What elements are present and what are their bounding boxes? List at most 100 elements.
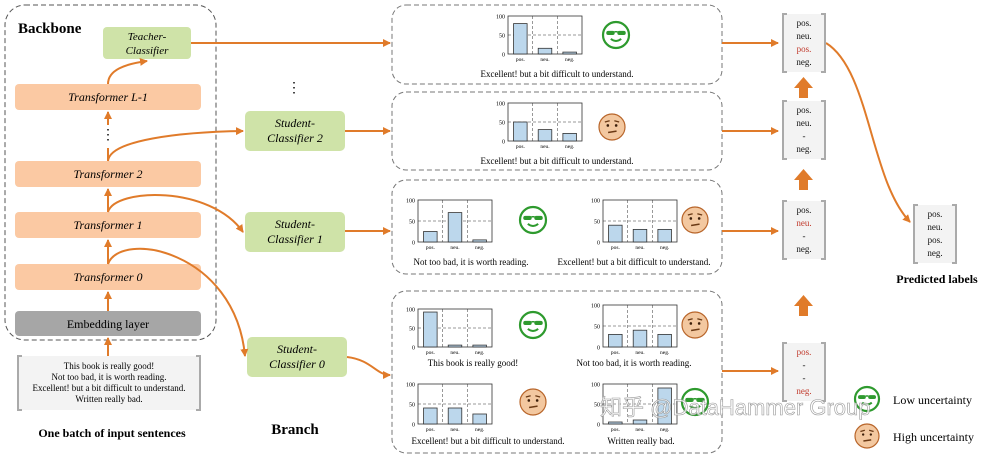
student-classifier-1-label-2: Classifier 1 (267, 232, 323, 246)
x-tick-label: neg. (475, 350, 485, 356)
student-classifier-0 (247, 337, 347, 377)
confused-face-icon (598, 113, 626, 141)
y-tick-label: 0 (412, 423, 415, 429)
transformer-1-label: Transformer 1 (73, 218, 142, 232)
bar (472, 413, 487, 425)
bar (447, 407, 463, 425)
bar (447, 344, 463, 348)
bar (447, 212, 463, 243)
student-classifier-2-label-2: Classifier 2 (267, 131, 323, 145)
label-entry: neg. (927, 248, 942, 258)
y-tick-label: 50 (409, 327, 415, 333)
cool-face-icon (680, 387, 710, 417)
bar (423, 231, 438, 243)
bar (632, 329, 648, 348)
transformer-l-1-label: Transformer L-1 (68, 90, 148, 104)
predicted-caption: Predicted labels (896, 272, 978, 286)
y-tick-label: 50 (594, 403, 600, 409)
y-tick-label: 100 (406, 308, 415, 314)
x-tick-label: neg. (660, 350, 670, 356)
confused-face-icon (519, 388, 547, 416)
label-entry: - (803, 131, 806, 141)
label-entry: pos. (797, 205, 812, 215)
label-columns: pos.neu.pos.neg.pos.neu.-neg.pos.neu.-ne… (782, 13, 957, 402)
teacher-classifier-label-2: Classifier (126, 45, 170, 57)
legend-high-label: High uncertainty (893, 430, 974, 444)
y-tick-label: 0 (597, 346, 600, 352)
y-tick-label: 50 (594, 325, 600, 331)
student-classifier-2 (245, 111, 345, 151)
bar (608, 421, 623, 425)
label-entry: pos. (928, 235, 943, 245)
bar (472, 239, 487, 243)
label-column: pos.--neg. (782, 342, 826, 402)
x-tick-label: neu. (540, 57, 550, 63)
bar (608, 224, 623, 243)
y-tick-label: 50 (409, 220, 415, 226)
label-column-bg (783, 343, 825, 401)
x-tick-label: pos. (426, 350, 436, 356)
y-tick-label: 100 (496, 15, 505, 21)
y-tick-label: 0 (412, 241, 415, 247)
transformer-2 (15, 161, 201, 187)
label-entry: neg. (796, 244, 811, 254)
bar (657, 387, 672, 425)
label-entry: - (803, 373, 806, 383)
output-arrows (722, 39, 911, 375)
cool-face-icon (518, 310, 548, 340)
confused-face-icon (681, 311, 709, 339)
legend: Low uncertainty High uncertainty (853, 385, 974, 449)
bar (423, 407, 438, 425)
input-batch-box (18, 356, 200, 410)
transformer-1 (15, 212, 201, 238)
label-entry: pos. (797, 44, 812, 54)
bar (537, 47, 553, 55)
input-sentence-1: This book is really good! (64, 361, 155, 371)
x-tick-label: neg. (565, 57, 575, 63)
x-tick-label: neu. (540, 144, 550, 150)
y-tick-label: 0 (502, 53, 505, 59)
bar (472, 344, 487, 348)
bar (562, 132, 577, 142)
chart-caption: Excellent! but a bit difficult to unders… (480, 69, 633, 79)
x-tick-label: neu. (635, 350, 645, 356)
low-uncertainty-icon (853, 385, 881, 413)
x-tick-label: pos. (426, 427, 436, 433)
student-classifier-2-label-1: Student- (275, 116, 315, 130)
backbone-arrows (104, 57, 148, 356)
x-tick-label: neg. (475, 245, 485, 251)
bar-charts: 100 50 0 pos. neu. neg. Excellent! but a bit d… (406, 15, 711, 447)
input-sentence-2: Not too bad, it is worth reading. (52, 372, 167, 382)
high-uncertainty-icon (854, 423, 880, 449)
teacher-classifier (103, 27, 191, 59)
confused-face-icon (854, 423, 880, 449)
bar (513, 121, 528, 142)
transformer-0-label: Transformer 0 (73, 270, 142, 284)
bar (423, 311, 438, 348)
label-column: pos.neu.-neg. (782, 200, 826, 260)
x-tick-label: neg. (660, 245, 670, 251)
cool-face-icon (518, 205, 548, 235)
x-tick-label: pos. (516, 57, 526, 63)
backbone-title: Backbone (18, 21, 82, 37)
x-tick-label: neu. (450, 427, 460, 433)
label-entry: neu. (927, 222, 942, 232)
input-caption: One batch of input sentences (38, 426, 186, 440)
bar (537, 129, 553, 142)
student-classifier-0-label-2: Classifier 0 (269, 357, 325, 371)
bar (608, 333, 623, 348)
y-tick-label: 0 (597, 423, 600, 429)
predicted-labels: pos.neu.pos.neg. (913, 204, 957, 264)
x-tick-label: pos. (516, 144, 526, 150)
label-entry: pos. (797, 347, 812, 357)
bar (562, 51, 577, 55)
label-entry: neu. (796, 218, 811, 228)
embedding-layer-label: Embedding layer (67, 317, 149, 331)
y-tick-label: 50 (499, 121, 505, 127)
label-entry: pos. (797, 105, 812, 115)
label-column: pos.neu.-neg. (782, 100, 826, 160)
